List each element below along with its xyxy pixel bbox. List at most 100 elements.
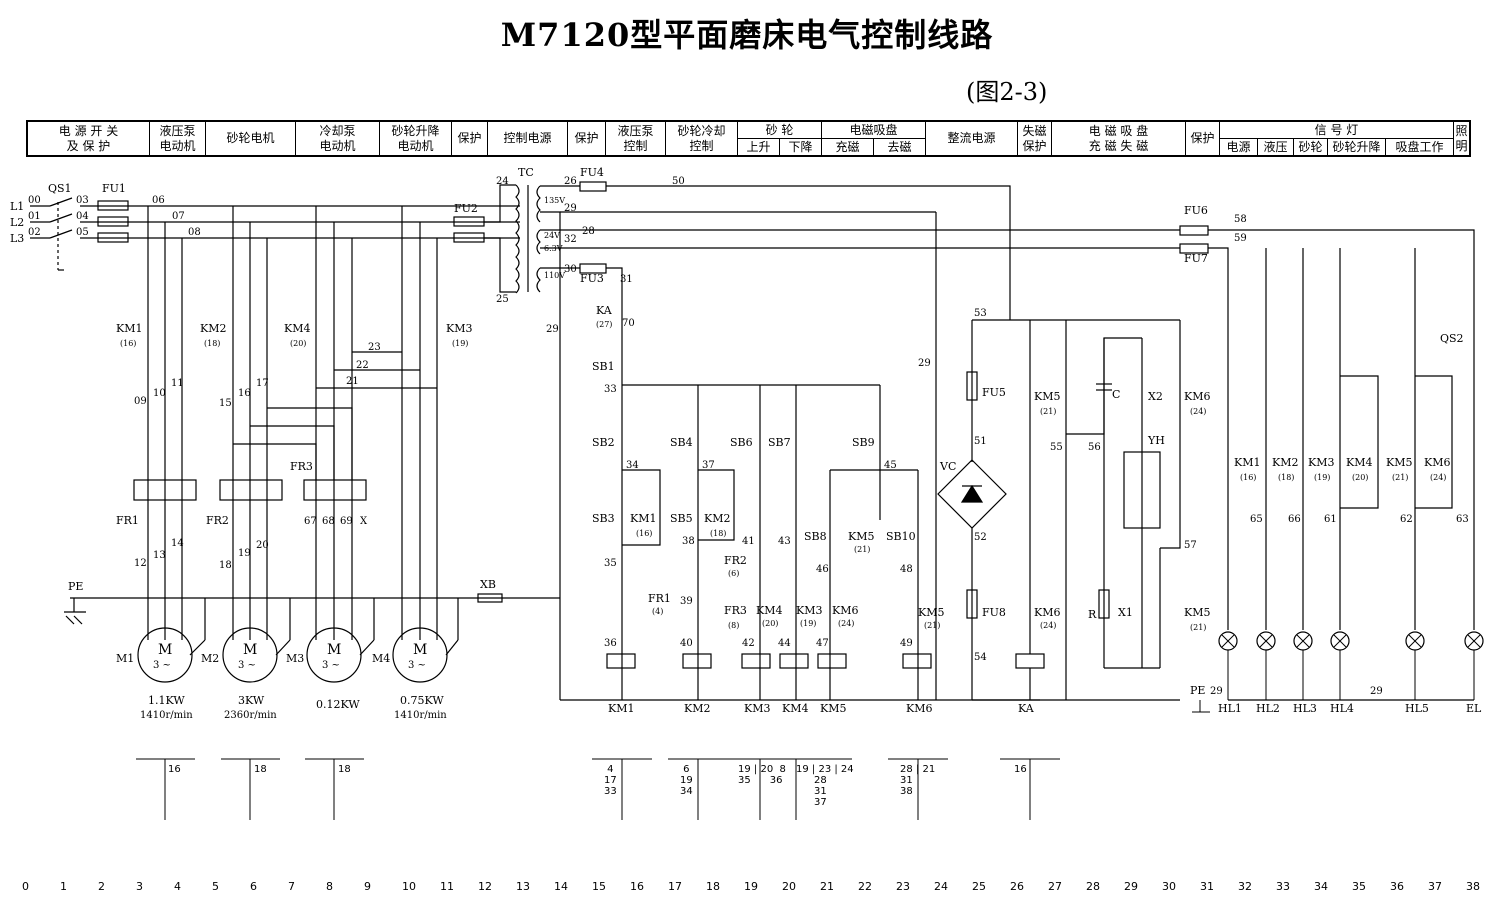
label-km2: KM2 [200,322,226,335]
wire-54: 54 [974,652,987,663]
column-number: 36 [1390,880,1404,893]
crossref-km1-ctrl: 4 17 33 [604,764,617,797]
column-number: 15 [592,880,606,893]
wire-29b: 29 [546,324,559,335]
wire-08: 08 [188,227,201,238]
contact-km6-c: KM6 [1184,390,1210,403]
wire-18: 18 [219,560,232,571]
wire-50: 50 [672,176,685,187]
wire-66: 66 [1288,514,1301,525]
wire-00: 00 [28,195,41,206]
lamp-contact-km5: KM5 [1386,456,1412,469]
lamp-ref-km4: (20) [1352,473,1368,482]
wire-36: 36 [604,638,617,649]
header-sub-lift: 砂轮升降 [1328,139,1386,155]
label-pe: PE [68,580,83,593]
crossref-km4: 18 [338,764,351,775]
wire-26: 26 [564,176,577,187]
motor-phase-symbol: 3 ~ [153,660,171,671]
column-number: 22 [858,880,872,893]
wire-42: 42 [742,638,755,649]
label-24v: 24V [544,231,560,240]
column-number: 26 [1010,880,1024,893]
button-sb9: SB9 [852,436,875,449]
lamp-ref-km1: (16) [1240,473,1256,482]
motor-phase-symbol: 3 ~ [238,660,256,671]
contact-km5-c: KM5 [1184,606,1210,619]
header-cell-hydraulic-motor: 液压泵 电动机 [150,122,206,155]
lamp-label-hl1: HL1 [1218,702,1242,715]
ref-km3: (19) [452,339,468,348]
function-header-table: 电 源 开 关 及 保 护 液压泵 电动机 砂轮电机 冷却泵 电动机 砂轮升降 … [26,120,1471,157]
lamp-ref-km6: (24) [1430,473,1446,482]
header-sub-up: 上升 [738,139,780,155]
crossref-km2: 18 [254,764,267,775]
label-tc: TC [518,166,534,179]
lamp-label-hl5: HL5 [1405,702,1429,715]
lamp-contact-km6: KM6 [1424,456,1450,469]
column-number: 2 [98,880,105,893]
lamp-label-hl3: HL3 [1293,702,1317,715]
contact-km1: KM1 [630,512,656,525]
column-number: 28 [1086,880,1100,893]
button-sb5: SB5 [670,512,693,525]
motor-label-m4: M4 [372,652,390,665]
coil-label-km6: KM6 [906,702,932,715]
wire-65: 65 [1250,514,1263,525]
line-label-l1: L1 [10,200,24,213]
wire-57: 57 [1184,540,1197,551]
column-number: 10 [402,880,416,893]
wire-43: 43 [778,536,791,547]
lamp-contact-km1: KM1 [1234,456,1260,469]
header-cell-chuck-charge: 电 磁 吸 盘 充 磁 失 磁 [1052,122,1186,155]
label-fu2: FU2 [454,202,478,215]
motor-symbol: M [413,642,427,658]
motor-label-m2: M2 [201,652,219,665]
wire-04: 04 [76,211,89,222]
ref-km2: (18) [204,339,220,348]
header-cell-protection-2: 保护 [568,122,606,155]
header-cell-grinder-motor: 砂轮电机 [206,122,296,155]
motor-power-m2: 3KW [238,694,265,707]
wire-44: 44 [778,638,791,649]
column-number: 23 [896,880,910,893]
wire-03: 03 [76,195,89,206]
label-yh: YH [1147,434,1165,447]
wire-14: 14 [171,538,184,549]
column-number: 4 [174,880,181,893]
lamp-contact-km3: KM3 [1308,456,1334,469]
label-fu3: FU3 [580,272,604,285]
column-number: 33 [1276,880,1290,893]
column-number: 5 [212,880,219,893]
label-xb: XB [480,578,496,591]
label-fu4: FU4 [580,166,604,179]
contact-km6-a: KM6 [1034,606,1060,619]
label-x1: X1 [1118,606,1133,619]
crossref-km6-ctrl: 28 | 21 31 38 [900,764,936,797]
coil-label-km2: KM2 [684,702,710,715]
coil-label-ka: KA [1018,702,1035,715]
header-cell-rectifier: 整流电源 [926,122,1018,155]
ref-km4-b: (20) [762,619,778,628]
wire-10: 10 [153,388,166,399]
header-sub-magnetize: 充磁 [822,139,874,155]
motor-power-m3: 0.12KW [316,698,360,711]
contact-km3-b: KM3 [796,604,822,617]
header-sub-demagnetize: 去磁 [887,140,912,154]
ref-km3-b: (19) [800,619,816,628]
header-cell-grinder-cooling-control: 砂轮冷却 控制 [666,122,738,155]
wire-06: 06 [152,195,165,206]
wire-38: 38 [682,536,695,547]
wire-49: 49 [900,638,913,649]
wire-x: X [360,516,368,527]
ref-ka: (27) [596,320,612,329]
column-number: 11 [440,880,454,893]
wire-59: 59 [1234,233,1247,244]
motor-speed-m1: 1410r/min [140,710,193,721]
column-number: 9 [364,880,371,893]
line-label-l3: L3 [10,232,24,245]
column-number: 7 [288,880,295,893]
wire-40: 40 [680,638,693,649]
lamp-ref-km5: (21) [1392,473,1408,482]
